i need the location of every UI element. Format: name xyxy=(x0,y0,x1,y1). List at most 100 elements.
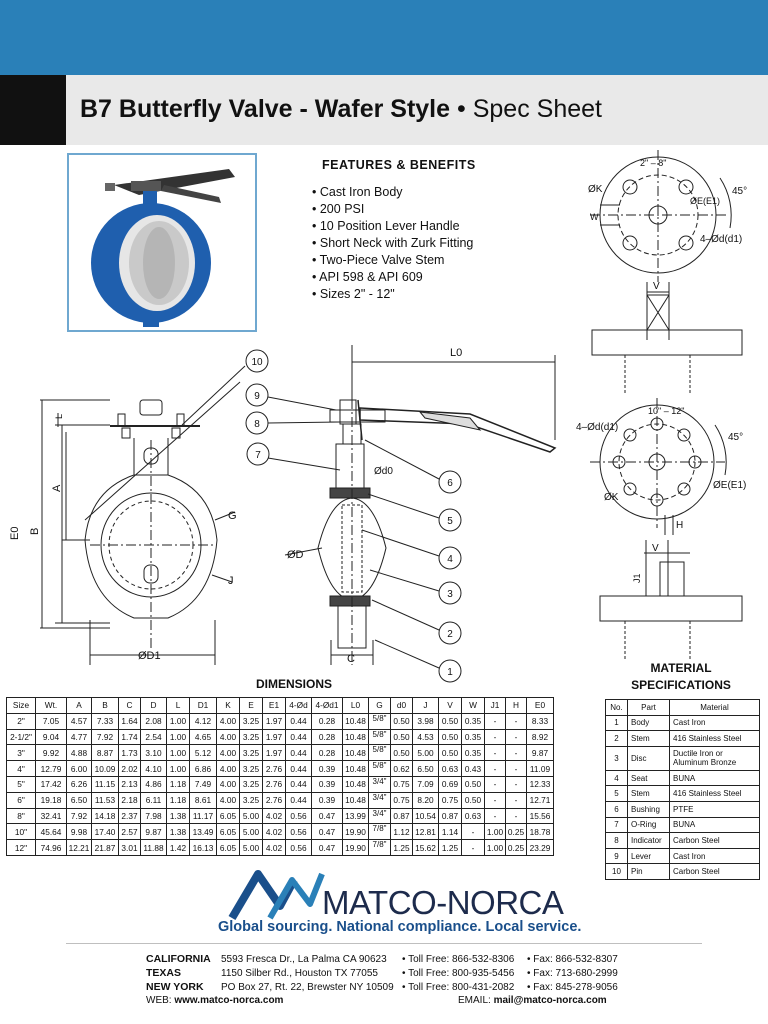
materials-cell: 6 xyxy=(605,800,628,818)
label-b: B xyxy=(29,528,41,535)
dimensions-cell: 0.50 xyxy=(390,728,413,746)
flange-small-e: ØE(E1) xyxy=(690,196,720,206)
company-tagline: Global sourcing. National compliance. Lo… xyxy=(218,919,582,935)
company-name: MATCO-NORCA xyxy=(322,884,564,921)
callout-4: 4 xyxy=(447,554,453,565)
dimensions-cell: - xyxy=(484,791,506,809)
dimensions-cell: 2.37 xyxy=(118,807,141,825)
dimensions-cell: 5.00 xyxy=(239,839,263,856)
dimensions-cell: 0.75 xyxy=(390,791,413,809)
page-title: B7 Butterfly Valve - Wafer Style • Spec … xyxy=(80,95,602,124)
dimensions-cell: 2.18 xyxy=(118,791,141,809)
materials-cell: 10 xyxy=(605,863,628,880)
web-link[interactable]: www.matco-norca.com xyxy=(174,995,284,1006)
materials-cell: Carbon Steel xyxy=(669,863,760,880)
dimensions-cell: 5.12 xyxy=(189,744,217,762)
dimensions-cell: 0.87 xyxy=(438,807,462,825)
dimensions-cell: 11.15 xyxy=(91,775,119,793)
dimensions-cell: 0.28 xyxy=(311,744,343,762)
dimensions-cell: 5/8" xyxy=(368,712,391,730)
flange-small-w: W xyxy=(590,212,599,222)
dimensions-cell: 0.56 xyxy=(285,839,312,856)
dimensions-cell: 1.64 xyxy=(118,712,141,730)
dimensions-cell: 12.79 xyxy=(35,760,67,777)
col-header: d0 xyxy=(390,697,413,714)
callout-8: 8 xyxy=(254,419,260,430)
dimensions-cell: 1.00 xyxy=(484,823,506,841)
dimensions-cell: 1.74 xyxy=(118,728,141,746)
dimensions-cell: - xyxy=(505,728,527,746)
valve-photo-illustration xyxy=(91,169,235,327)
col-header: E1 xyxy=(262,697,286,714)
dimensions-cell: 18.78 xyxy=(526,823,554,841)
dimensions-cell: 0.44 xyxy=(285,791,312,809)
dimensions-cell: 0.25 xyxy=(505,839,527,856)
dimensions-cell: 17.40 xyxy=(91,823,119,841)
materials-cell: Seat xyxy=(627,769,670,787)
dimensions-cell: 7/8" xyxy=(368,839,391,856)
dimensions-cell: 6.00 xyxy=(66,760,92,777)
web-email-line: WEB: www.matco-norca.com EMAIL: mail@mat… xyxy=(146,995,626,1006)
flange-small-k: ØK xyxy=(588,184,603,195)
dimensions-cell: 16.13 xyxy=(189,839,217,856)
dimensions-cell: 23.29 xyxy=(526,839,554,856)
dimensions-cell: - xyxy=(484,760,506,777)
dimensions-cell: 1.00 xyxy=(166,760,190,777)
dimensions-cell: 1.18 xyxy=(166,775,190,793)
col-header: D xyxy=(140,697,167,714)
dimensions-cell: 8.87 xyxy=(91,744,119,762)
dimensions-cell: 10" xyxy=(6,823,36,841)
materials-cell: 1 xyxy=(605,714,628,732)
dimensions-cell: 17.42 xyxy=(35,775,67,793)
dimensions-cell: 10.48 xyxy=(342,744,369,762)
flange-small-v: V xyxy=(653,281,660,292)
dimensions-cell: 2.54 xyxy=(140,728,167,746)
dimensions-cell: 0.39 xyxy=(311,791,343,809)
dimensions-cell: 10.48 xyxy=(342,775,369,793)
flange-small-angle: 45° xyxy=(732,186,747,197)
materials-cell: PTFE xyxy=(669,800,760,818)
dimensions-cell: 10.48 xyxy=(342,791,369,809)
dimensions-cell: 3.98 xyxy=(412,712,439,730)
dimensions-cell: 12.71 xyxy=(526,791,554,809)
dimensions-cell: 5.00 xyxy=(239,807,263,825)
col-header: L xyxy=(166,697,190,714)
dimensions-cell: 0.63 xyxy=(461,807,485,825)
dimensions-cell: 0.75 xyxy=(438,791,462,809)
dimensions-cell: 10.09 xyxy=(91,760,119,777)
dimensions-cell: 6.26 xyxy=(66,775,92,793)
col-header: E0 xyxy=(526,697,554,714)
dimensions-cell: 4.10 xyxy=(140,760,167,777)
features-section: FEATURES & BENEFITS Cast Iron Body 200 P… xyxy=(312,158,512,303)
col-header: J xyxy=(412,697,439,714)
dimensions-cell: 5" xyxy=(6,775,36,793)
title-product: B7 Butterfly Valve - Wafer Style xyxy=(80,95,451,123)
dimensions-cell: 1.38 xyxy=(166,823,190,841)
label-c: C xyxy=(347,653,355,665)
email-link[interactable]: mail@matco-norca.com xyxy=(493,995,607,1006)
dimensions-cell: - xyxy=(461,839,485,856)
col-header: B xyxy=(91,697,119,714)
label-d0: Ød0 xyxy=(374,466,393,477)
fax: • Fax: 845-278-9056 xyxy=(527,982,618,993)
dimensions-cell: 8.61 xyxy=(189,791,217,809)
dimensions-cell: 0.44 xyxy=(285,712,312,730)
materials-cell: 416 Stainless Steel xyxy=(669,785,760,802)
col-header: J1 xyxy=(484,697,506,714)
col-header: H xyxy=(505,697,527,714)
dimensions-cell: 8.92 xyxy=(526,728,554,746)
materials-cell: 5 xyxy=(605,785,628,802)
dimensions-cell: 0.35 xyxy=(461,744,485,762)
flange-small-drawing xyxy=(590,150,743,395)
feature-item: Short Neck with Zurk Fitting xyxy=(312,235,512,252)
dimensions-cell: 7.05 xyxy=(35,712,67,730)
label-d1: ØD1 xyxy=(138,650,161,662)
features-heading: FEATURES & BENEFITS xyxy=(322,158,476,172)
dimensions-cell: - xyxy=(484,807,506,825)
